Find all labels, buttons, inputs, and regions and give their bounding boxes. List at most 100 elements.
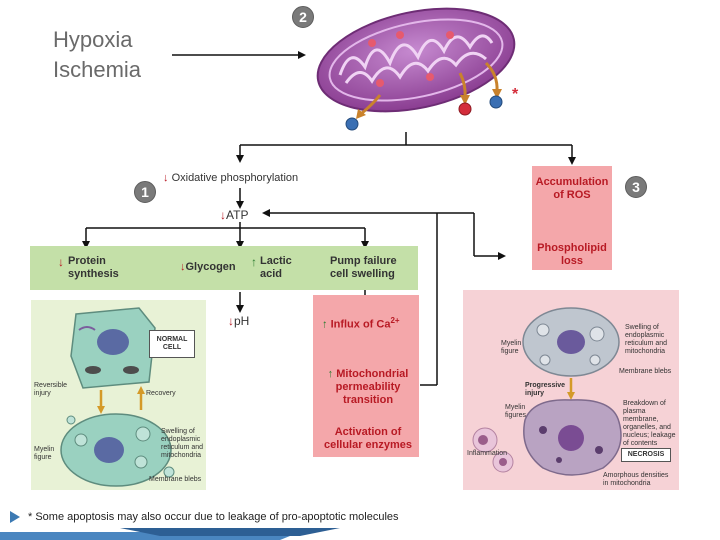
amorphous-densities-label: Amorphous densities in mitochondria [603,472,668,488]
reversible-injury-label: Reversible injury [34,382,67,398]
necrosis-box: NECROSIS [621,448,671,462]
left-swelling-line3: reticulum and [161,444,204,451]
myelin-figures-line2: figures [505,412,527,419]
influx-text: Influx of Ca [330,318,391,331]
left-myelin-line1: Myelin [34,446,55,453]
necrosis-cell-drawings [472,307,622,476]
down-arrow-glyph: ↓ [163,172,169,184]
lactic-line1: Lactic [260,255,292,267]
footer-note: * Some apoptosis may also occur due to l… [28,511,399,523]
ph-text: pH [234,314,250,328]
reversible-cell-drawings [60,307,175,487]
phospholipid-line1: Phospholipid [537,242,607,254]
oxphos-label: ↓ Oxidative phosphorylation [163,172,298,185]
breakdown-line5: of contents [623,440,658,447]
breakdown-label: Breakdown of plasma membrane, organelles… [623,400,679,448]
mito-line3: transition [342,394,394,406]
right-swelling-label: Swelling of endoplasmic reticulum and mi… [625,324,667,356]
breakdown-line4: nucleus; leakage [623,432,676,439]
mito-up-arrow: ↑ [327,368,334,380]
phospholipid-line2: loss [560,255,583,267]
right-myelin-line2: figure [501,348,519,355]
atp-text: ATP [226,208,249,222]
protein-line2: synthesis [68,268,119,280]
breakdown-line2: plasma membrane, [623,408,659,423]
atp-down-arrow: ↓ [220,208,226,222]
right-swelling-line3: reticulum and [625,340,668,347]
calcium-superscript: 2+ [390,316,400,325]
calcium-pathway-box [313,295,419,457]
influx-calcium-label: ↑ Influx of Ca2+ [322,314,400,332]
recovery-label: Recovery [146,390,176,397]
breakdown-line1: Breakdown of [623,400,666,407]
left-myelin-label: Myelin figure [34,446,54,462]
pump-line1: Pump failure [330,255,397,267]
right-swelling-line4: mitochondria [625,348,666,355]
footer-bullet-icon [10,511,20,523]
left-swelling-line1: Swelling of [161,428,195,435]
ph-down-arrow: ↓ [228,314,234,328]
lactic-up-arrow: ↑ [251,255,257,269]
myelin-figures-line1: Myelin [505,404,526,411]
glycogen-text: Glycogen [185,261,236,273]
ros-line2: of ROS [553,189,591,201]
necrosis-figure: Myelin figure Swelling of endoplasmic re… [463,290,679,490]
marker-3: 3 [625,176,647,198]
amorphous-line2: in mitochondria [603,480,651,487]
glycogen-item: ↓Glycogen [180,261,236,274]
lactic-line2: acid [260,268,283,280]
left-swelling-label: Swelling of endoplasmic reticulum and mi… [161,428,203,460]
right-swelling-line2: endoplasmic [625,332,665,339]
right-membrane-blebs-label: Membrane blebs [619,368,672,375]
inflammation-label: Inflammation [467,450,508,457]
title-ischemia: Ischemia [53,57,142,82]
left-myelin-line2: figure [34,454,52,461]
footer-accent-bar [0,528,340,540]
pump-failure-item: Pump failure cell swelling [330,255,420,281]
progressive-line1: Progressive [525,382,566,389]
normal-cell-box: NORMAL CELL [149,330,195,358]
activation-line1: Activation of [334,426,402,438]
reversible-line1: Reversible [34,382,68,389]
progressive-line2: injury [525,390,545,397]
activation-enzymes-label: Activation of cellular enzymes [318,426,418,452]
marker-2: 2 [292,6,314,28]
ros-line1: Accumulation [535,176,609,188]
protein-line1: Protein [68,255,106,267]
left-swelling-line2: endoplasmic [161,436,201,443]
amorphous-line1: Amorphous densities [603,472,669,479]
pump-line2: cell swelling [330,268,395,280]
influx-up-arrow: ↑ [322,318,328,331]
right-myelin-figures-label: Myelin figures [505,404,526,420]
accumulation-ros-label: Accumulation of ROS [532,176,612,202]
oxphos-text: Oxidative phosphorylation [171,172,299,184]
breakdown-line3: organelles, and [623,424,671,431]
title-arrow [172,51,306,59]
reversible-injury-figure: NORMAL CELL Reversible injury Recovery M… [31,300,206,490]
asterisk-mark: * [512,86,519,103]
left-swelling-line4: mitochondria [161,452,202,459]
reversible-line2: injury [34,390,51,397]
normal-cell-line2: CELL [162,344,182,351]
atp-label: ↓ATP [220,208,248,222]
green-effects-panel [30,246,418,290]
phospholipid-loss-label: Phospholipid loss [532,242,612,268]
progressive-injury-label: Progressive injury [525,382,565,398]
left-membrane-blebs-label: Membrane blebs [149,476,202,483]
right-myelin-label: Myelin figure [501,340,521,356]
mito-line2: permeability [335,381,401,393]
marker-1: 1 [134,181,156,203]
glycogen-down-arrow: ↓ [180,261,186,273]
ph-label: ↓pH [228,314,249,328]
mitochondrion-illustration [316,7,516,131]
normal-cell-line1: NORMAL [156,336,188,343]
title-hypoxia: Hypoxia [53,27,133,52]
mito-line1: Mitochondrial [336,368,409,380]
ros-pathway-box [532,166,612,270]
right-myelin-line1: Myelin [501,340,522,347]
protein-down-arrow: ↓ [58,255,64,269]
mito-permeability-label: ↑ Mitochondrial permeability transition [322,368,414,407]
activation-line2: cellular enzymes [323,439,413,451]
right-swelling-line1: Swelling of [625,324,659,331]
